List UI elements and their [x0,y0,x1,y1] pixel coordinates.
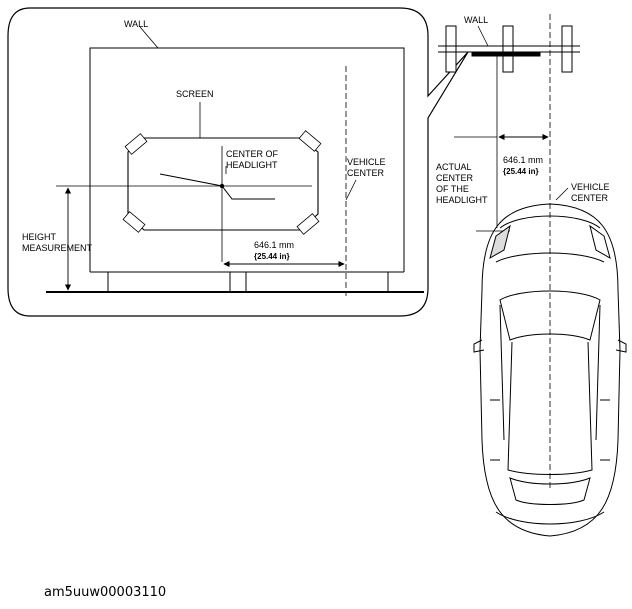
figure-caption: am5uuw00003110 [44,585,167,600]
wall-label-left: WALL [124,19,148,29]
vehicle-center-label-left-1: VEHICLE [347,157,386,167]
height-label-2: MEASUREMENT [22,243,93,253]
center-of-headlight-label-1: CENTER OF [226,149,279,159]
distance-in-left: {25.44 in} [254,252,290,261]
headlight-center-point [219,183,225,189]
distance-mm-left: 646.1 mm [254,240,294,250]
vehicle-center-label-right-2: CENTER [571,193,609,203]
wall-leader [139,26,159,49]
wall-plan-view [438,25,580,73]
distance-mm-right: 646.1 mm [503,155,543,165]
center-of-headlight-label-2: HEADLIGHT [226,160,278,170]
distance-in-right: {25.44 in} [503,167,539,176]
height-label-1: HEIGHT [22,232,57,242]
actual-center-label-2: CENTER [436,173,474,183]
actual-center-label-4: HEADLIGHT [436,195,488,205]
actual-center-label-1: ACTUAL [436,162,472,172]
wall-outline [89,47,405,272]
vehicle-center-label-left-2: CENTER [347,168,385,178]
left-headlight [489,224,511,260]
cutoff-line [159,173,275,200]
right-headlight [589,224,611,260]
vehicle-center-label-right-1: VEHICLE [571,182,610,192]
screen-label: SCREEN [176,89,214,99]
tape-corners [122,130,322,235]
callout-balloon [7,7,469,317]
actual-center-label-3: OF THE [436,184,469,194]
windshield [499,290,601,341]
vehicle-top-view [473,203,627,537]
wall-label-right: WALL [464,15,488,25]
